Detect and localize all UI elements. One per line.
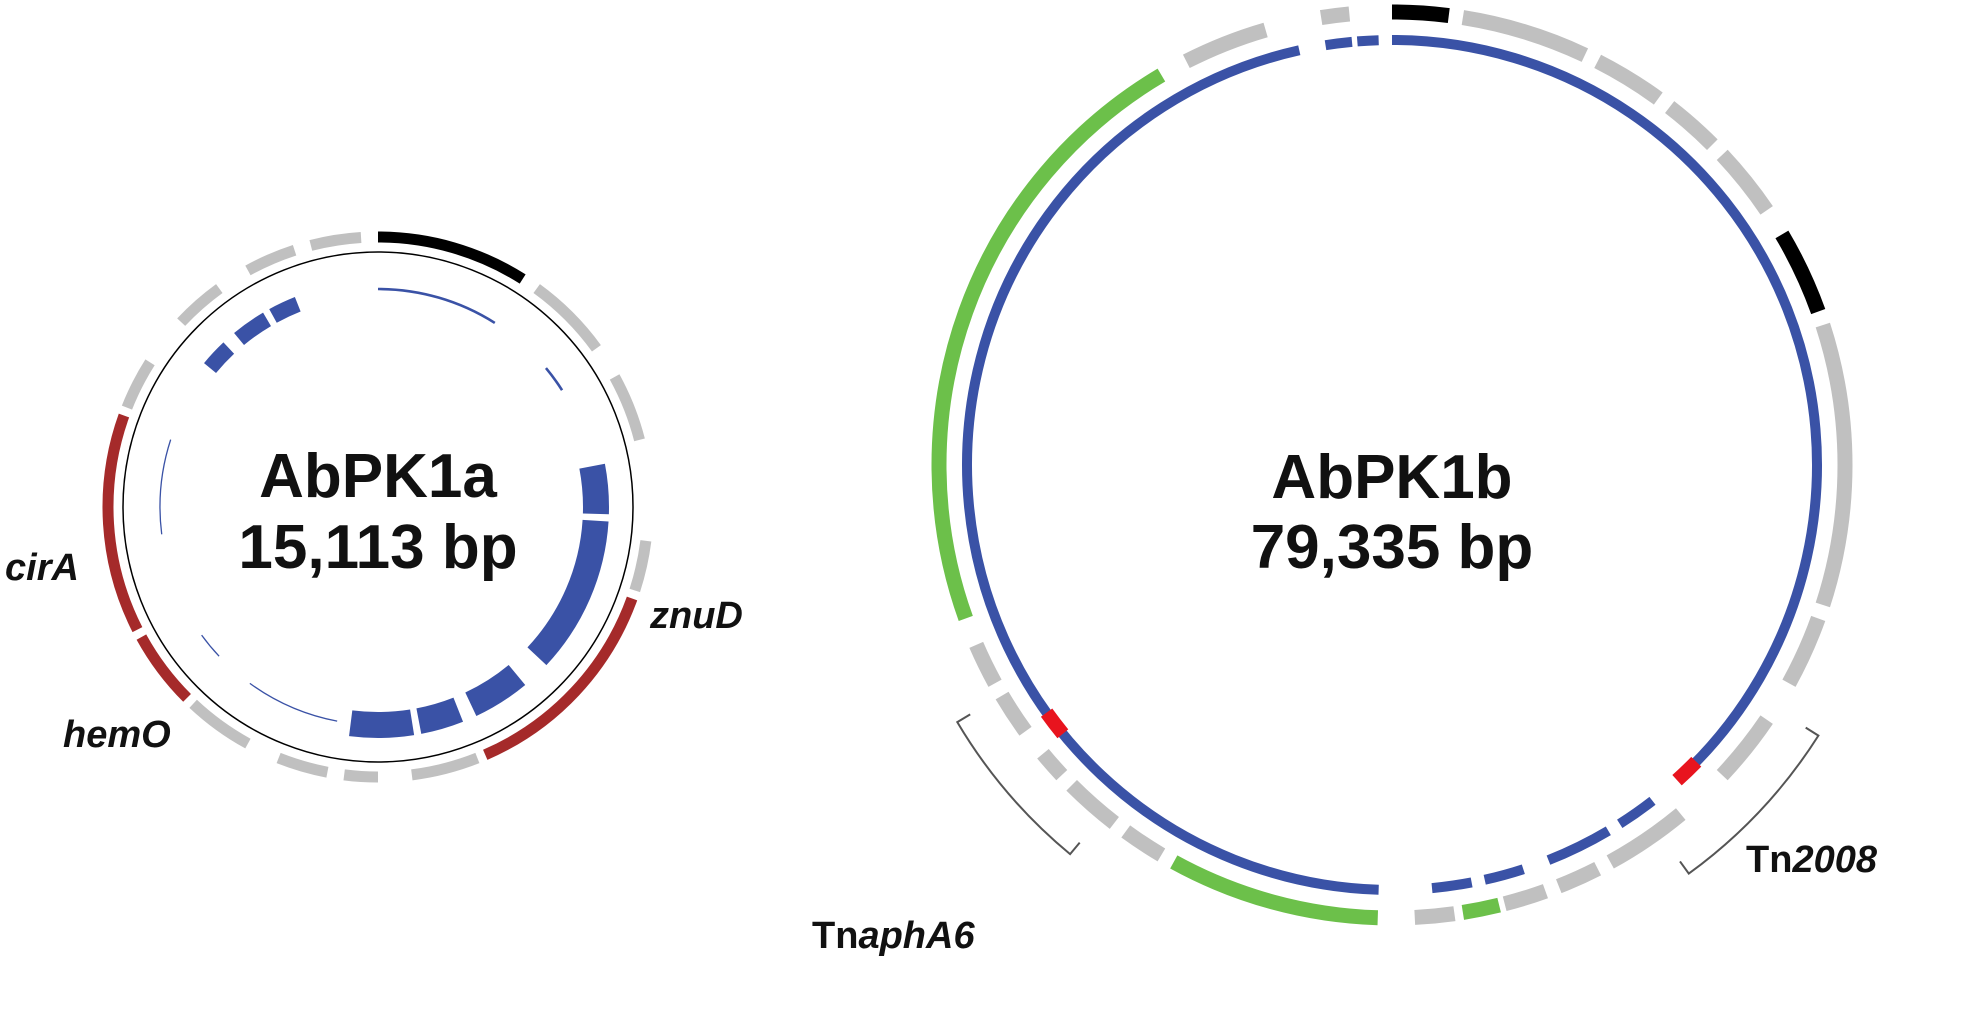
feature-arc-abpk1a-inner-19 [465,664,526,717]
gene-label-znud: znuD [649,595,743,637]
feature-arc-abpk1a-inner-20 [416,697,464,734]
feature-arc-abpk1a-outer-3 [629,540,652,593]
feature-arc-abpk1a-outer-6 [343,769,379,783]
feature-arc-abpk1a-outer-2 [609,374,645,442]
feature-arc-abpk1b-outer-9 [1606,808,1686,869]
feature-arc-abpk1b-inner-25 [1546,826,1611,865]
transposon-label-tn2008: Tn2008 [1746,839,1878,881]
feature-arc-abpk1b-inner-23 [1391,35,1822,779]
feature-arc-abpk1b-outer-19 [969,641,1002,687]
feature-arc-abpk1a-outer-4 [483,596,638,760]
feature-arc-abpk1a-inner-26 [234,312,272,346]
plasmid-abpk1a-name: AbPK1a [259,442,497,511]
plasmid-abpk1a-map: AbPK1a 15,113 bp cirA hemO znuD [5,231,743,783]
feature-arc-abpk1a-inner-21 [349,709,415,738]
transposon-label-tnapha6-prefix: Tn [812,915,858,957]
feature-arc-abpk1b-mid-32 [1040,708,1069,739]
feature-arc-abpk1b-outer-13 [1414,906,1456,925]
feature-arc-abpk1a-inner-15 [377,287,496,325]
feature-arc-abpk1b-outer-5 [1775,230,1826,315]
transposon-brackets [955,713,1820,875]
feature-arc-abpk1a-inner-16 [544,367,564,391]
feature-arc-abpk1b-outer-22 [1319,6,1351,25]
feature-arc-abpk1a-inner-27 [269,297,301,323]
feature-arc-abpk1a-outer-13 [245,244,297,276]
feature-arc-abpk1b-outer-1 [1461,10,1589,62]
feature-arc-abpk1b-outer-6 [1815,322,1853,608]
feature-arc-abpk1a-inner-23 [201,634,220,657]
gene-label-cira: cirA [5,547,79,589]
plasmid-abpk1a-size: 15,113 bp [238,513,517,582]
feature-arc-abpk1b-mid-31 [1672,756,1702,786]
feature-arc-abpk1b-outer-14 [1170,855,1379,926]
feature-arc-abpk1b-outer-4 [1716,149,1773,215]
feature-arc-abpk1a-outer-5 [411,752,480,781]
feature-arc-abpk1b-outer-11 [1502,884,1548,912]
feature-arc-abpk1b-outer-21 [1182,22,1268,69]
feature-arc-abpk1b-outer-8 [1716,715,1773,781]
plasmid-abpk1b-map: AbPK1b 79,335 bp Tn2008 TnaphA6 [812,4,1878,957]
feature-arc-abpk1b-outer-18 [995,691,1032,736]
transposon-label-tnapha6-name: aphA6 [858,915,975,957]
transposon-label-tn2008-name: 2008 [1791,839,1877,881]
feature-arc-abpk1a-inner-22 [249,682,338,722]
feature-arc-abpk1a-inner-24 [159,439,172,535]
feature-arc-abpk1b-outer-10 [1555,861,1602,894]
feature-arc-abpk1b-outer-15 [1121,825,1166,862]
plasmid-abpk1a-backbone [122,251,634,763]
feature-arc-abpk1a-inner-18 [527,519,609,666]
feature-arc-abpk1a-outer-9 [136,634,192,702]
feature-arc-abpk1b-outer-7 [1782,615,1826,687]
feature-arc-abpk1b-outer-16 [1066,779,1119,829]
feature-arc-abpk1b-inner-26 [1483,864,1525,885]
plasmid-abpk1b-name: AbPK1b [1271,443,1512,512]
transposon-label-tn2008-prefix: Tn [1746,839,1792,881]
feature-arc-abpk1b-outer-12 [1461,897,1501,920]
feature-arc-abpk1b-outer-17 [1037,748,1068,781]
feature-arc-abpk1a-outer-8 [189,699,251,749]
feature-arc-abpk1b-inner-28 [962,45,1379,895]
feature-arc-abpk1a-outer-12 [177,284,223,326]
feature-arc-abpk1a-inner-25 [204,342,235,374]
gene-label-hemo: hemO [63,714,171,756]
feature-arc-abpk1a-outer-1 [533,284,601,352]
feature-arc-abpk1a-outer-10 [102,413,143,633]
transposon-bracket-tn2008 [1679,726,1820,875]
feature-arc-abpk1a-outer-11 [121,359,155,410]
transposon-label-tnapha6: TnaphA6 [812,915,975,957]
feature-arc-abpk1b-outer-2 [1594,54,1663,105]
feature-arc-abpk1b-inner-24 [1617,796,1656,829]
feature-arc-abpk1a-outer-14 [309,232,362,251]
feature-arc-abpk1b-outer-0 [1391,4,1450,24]
transposon-bracket-tnaphA6 [955,713,1081,856]
feature-arc-abpk1b-inner-30 [1356,35,1379,47]
feature-arc-abpk1a-outer-7 [276,752,329,778]
feature-arc-abpk1b-outer-20 [931,68,1166,621]
feature-arc-abpk1b-outer-3 [1665,101,1718,151]
feature-arc-abpk1a-outer-0 [377,231,526,284]
feature-arc-abpk1b-inner-29 [1324,36,1353,51]
plasmid-abpk1b-size: 79,335 bp [1251,513,1534,582]
feature-arc-abpk1a-inner-17 [579,463,609,515]
feature-arc-abpk1b-inner-27 [1431,877,1473,894]
plasmid-abpk1a-features [102,231,652,783]
plasmid-abpk1b-features [931,4,1853,926]
